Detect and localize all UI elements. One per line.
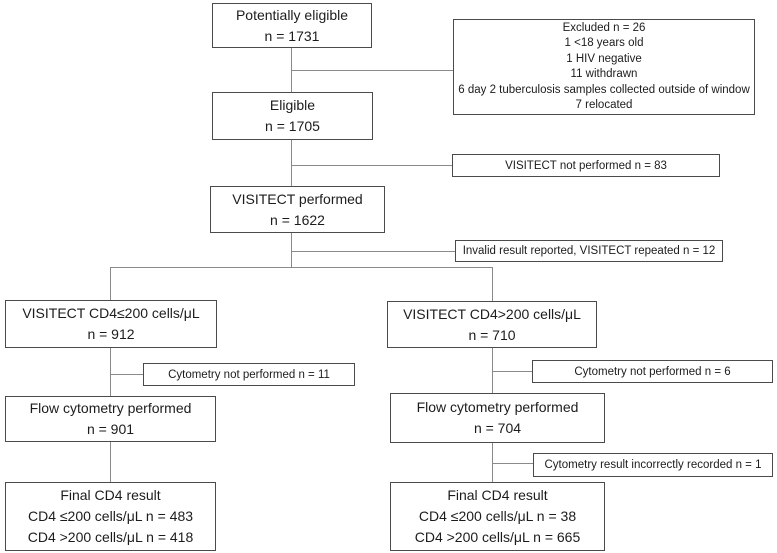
excluded-line: Excluded n = 26 — [562, 21, 646, 34]
connector-branch-right-drop — [492, 267, 493, 301]
node-potentially-eligible: Potentially eligible n = 1731 — [212, 3, 372, 48]
connector-low-to-flow-left — [110, 348, 111, 396]
node-invalid-repeated: Invalid result reported, VISITECT repeat… — [455, 240, 723, 262]
node-label: VISITECT not performed n = 83 — [505, 159, 667, 172]
node-visitect-cd4-high: VISITECT CD4>200 cells/μL n = 710 — [387, 301, 597, 348]
node-final-cd4-right: Final CD4 result CD4 ≤200 cells/μL n = 3… — [390, 482, 605, 551]
excluded-line: 6 day 2 tuberculosis samples collected o… — [458, 83, 750, 96]
node-title: VISITECT CD4≤200 cells/μL — [22, 305, 200, 321]
node-result-line: CD4 >200 cells/μL n = 418 — [27, 529, 194, 545]
node-count: n = 710 — [468, 326, 516, 343]
connector-to-cytometry-np-right — [492, 371, 532, 372]
node-final-cd4-left: Final CD4 result CD4 ≤200 cells/μL n = 4… — [5, 482, 216, 551]
connector-high-to-flow-right — [492, 348, 493, 393]
node-visitect-cd4-low: VISITECT CD4≤200 cells/μL n = 912 — [5, 300, 217, 348]
node-result-line: CD4 >200 cells/μL n = 665 — [414, 529, 581, 545]
connector-to-excluded — [291, 70, 453, 71]
node-title: Flow cytometry performed — [416, 399, 579, 415]
connector-to-cytometry-np-left — [110, 374, 143, 375]
connector-to-invalid-repeated — [291, 251, 455, 252]
excluded-line: 7 relocated — [575, 99, 633, 111]
node-count: n = 901 — [86, 421, 135, 437]
connector-flow-right-to-final — [492, 443, 493, 482]
node-title: Potentially eligible — [235, 6, 349, 23]
node-count: n = 1731 — [264, 27, 320, 44]
node-visitect-performed: VISITECT performed n = 1622 — [210, 186, 385, 233]
node-excluded: Excluded n = 26 1 <18 years old 1 HIV ne… — [453, 19, 755, 115]
node-eligible: Eligible n = 1705 — [212, 92, 373, 140]
node-cytometry-not-performed-left: Cytometry not performed n = 11 — [143, 363, 355, 386]
node-label: Cytometry not performed n = 6 — [574, 365, 731, 378]
node-label: Invalid result reported, VISITECT repeat… — [462, 245, 716, 257]
node-count: n = 1705 — [265, 118, 320, 134]
node-title: Flow cytometry performed — [29, 400, 192, 416]
node-count: n = 704 — [473, 420, 522, 436]
node-result-line: CD4 ≤200 cells/μL n = 483 — [27, 508, 194, 524]
node-label: Cytometry not performed n = 11 — [168, 368, 330, 381]
node-title: Final CD4 result — [60, 487, 161, 503]
node-label: Cytometry result incorrectly recorded n … — [544, 459, 762, 471]
excluded-line: 1 <18 years old — [564, 37, 644, 49]
connector-branch-split — [110, 267, 492, 268]
excluded-line: 11 withdrawn — [570, 68, 638, 80]
connector-to-visitect-not-performed — [291, 165, 452, 166]
node-count: n = 1622 — [270, 211, 325, 228]
node-cytometry-incorrect: Cytometry result incorrectly recorded n … — [533, 453, 773, 477]
connector-visitect-to-branch — [291, 233, 292, 267]
node-title: VISITECT performed — [232, 190, 363, 207]
connector-branch-left-drop — [110, 267, 111, 300]
connector-to-cytometry-incorrect — [492, 463, 533, 464]
node-title: VISITECT CD4>200 cells/μL — [403, 305, 581, 322]
node-title: Eligible — [269, 97, 316, 113]
node-visitect-not-performed: VISITECT not performed n = 83 — [452, 154, 720, 177]
node-count: n = 912 — [87, 326, 135, 342]
node-result-line: CD4 ≤200 cells/μL n = 38 — [418, 508, 577, 524]
connector-eligible-to-visitect — [291, 140, 292, 186]
connector-flow-left-to-final — [110, 442, 111, 482]
node-title: Final CD4 result — [447, 487, 548, 503]
node-flow-cytometry-left: Flow cytometry performed n = 901 — [5, 396, 216, 442]
node-cytometry-not-performed-right: Cytometry not performed n = 6 — [532, 360, 773, 383]
node-flow-cytometry-right: Flow cytometry performed n = 704 — [390, 393, 605, 443]
excluded-line: 1 HIV negative — [566, 52, 642, 65]
